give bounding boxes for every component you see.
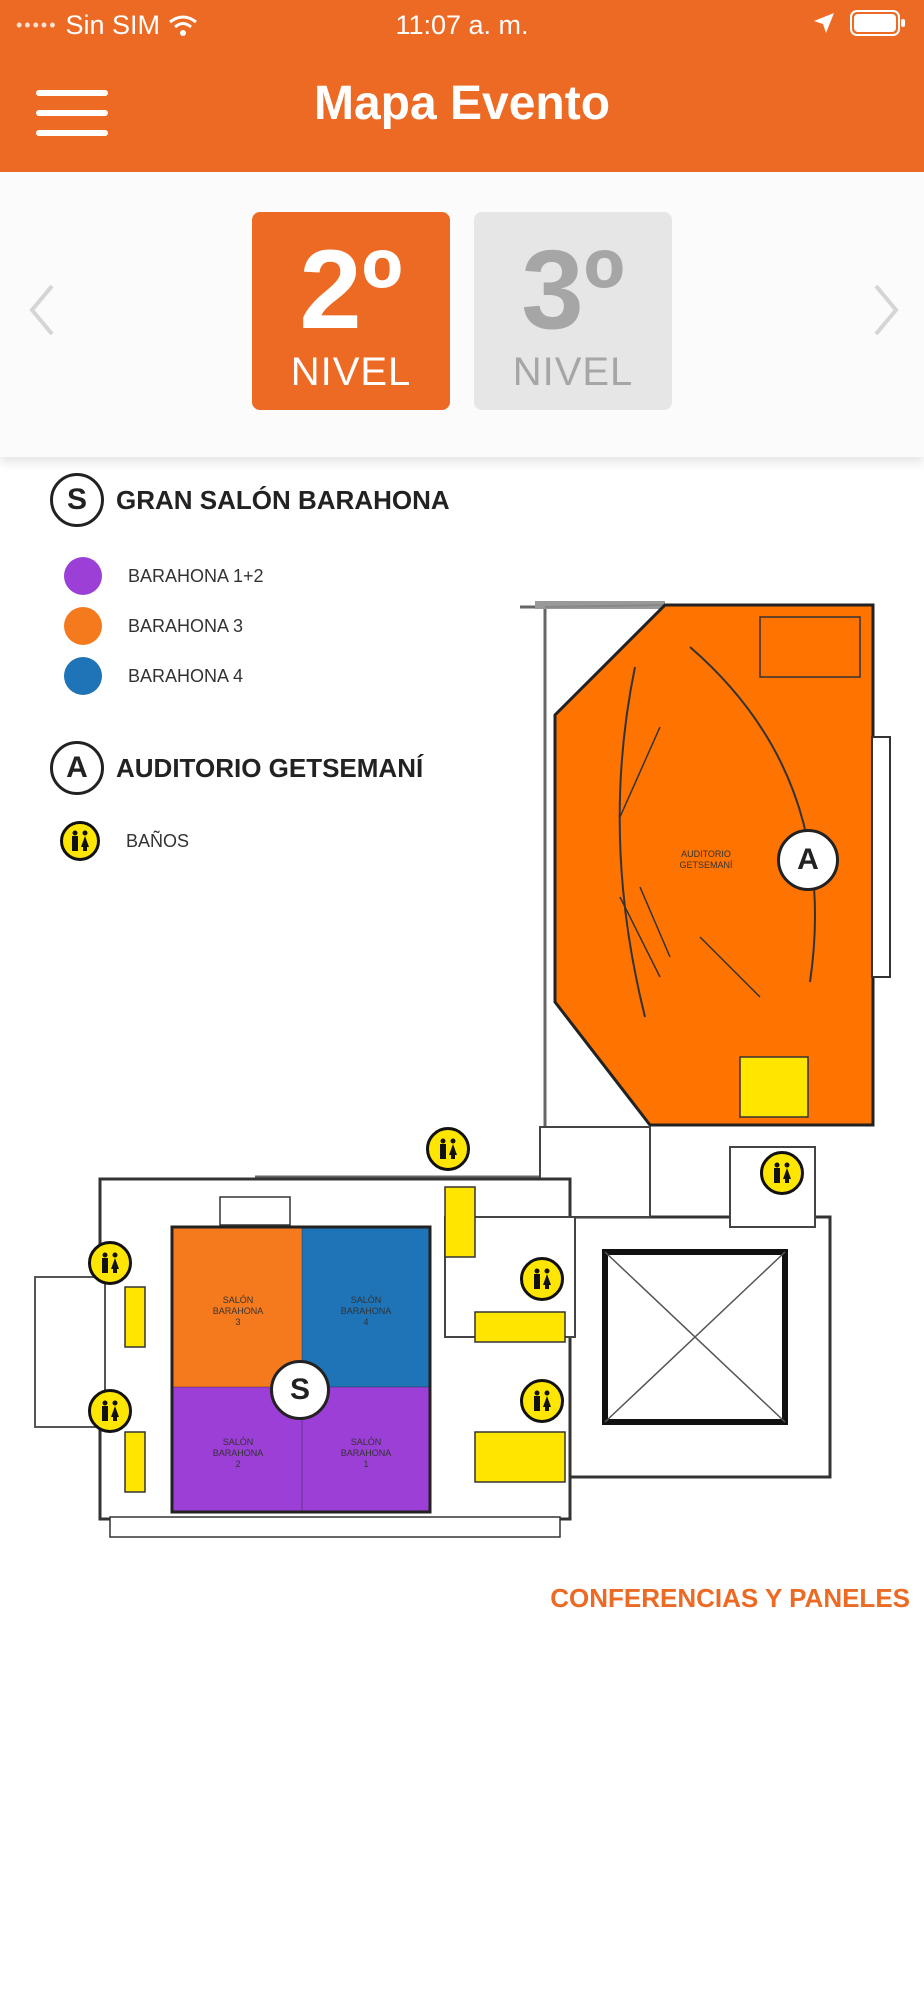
chevron-left-icon[interactable] <box>22 280 62 340</box>
legend-item: BARAHONA 1+2 <box>64 557 264 595</box>
chevron-right-icon[interactable] <box>866 280 906 340</box>
carrier-label: Sin SIM <box>65 10 161 40</box>
orange-dot-icon <box>64 607 102 645</box>
hamburger-menu-icon[interactable] <box>36 90 108 140</box>
restroom-icon <box>60 821 100 861</box>
room-label: SALÓN BARAHONA 2 <box>212 1437 264 1469</box>
signal-dots-icon: ••••• <box>16 15 58 35</box>
legend-item: BARAHONA 3 <box>64 607 243 645</box>
level-selector: 2º NIVEL 3º NIVEL <box>0 172 924 457</box>
conferencias-link[interactable]: CONFERENCIAS Y PANELES <box>550 1583 910 1613</box>
auditorio-getsemani-area <box>553 603 891 1127</box>
page-title: Mapa Evento <box>313 77 611 130</box>
salon-barahona-4 <box>302 1227 430 1387</box>
app-header: ••••• Sin SIM 11:07 a. m. Mapa Evento <box>0 0 924 172</box>
room-label: SALÓN BARAHONA 4 <box>340 1295 392 1327</box>
status-bar: ••••• Sin SIM 11:07 a. m. <box>0 0 924 50</box>
room-label: AUDITORIO GETSEMANÍ <box>679 849 733 870</box>
legend-auditorio-title: AUDITORIO GETSEMANÍ <box>116 752 424 783</box>
restroom-icon[interactable] <box>520 1257 564 1301</box>
floor-plan <box>34 601 891 1538</box>
level-number: 2º <box>299 227 403 352</box>
legend-auditorio: A AUDITORIO GETSEMANÍ <box>50 741 423 795</box>
restroom-icon[interactable] <box>88 1241 132 1285</box>
restroom-icon[interactable] <box>520 1379 564 1423</box>
restroom-icon[interactable] <box>426 1127 470 1171</box>
salon-map-marker[interactable]: S <box>270 1360 330 1420</box>
wifi-icon <box>169 15 197 36</box>
level-number: 3º <box>521 227 625 352</box>
blue-dot-icon <box>64 657 102 695</box>
auditorio-marker-icon: A <box>50 741 104 795</box>
status-time: 11:07 a. m. <box>395 10 529 40</box>
room-label: SALÓN BARAHONA 3 <box>212 1295 264 1327</box>
battery-icon <box>850 10 905 36</box>
legend-item: BAÑOS <box>60 821 189 861</box>
legend-salon: S GRAN SALÓN BARAHONA <box>50 473 450 527</box>
restroom-icon[interactable] <box>88 1389 132 1433</box>
legend-salon-title: GRAN SALÓN BARAHONA <box>116 484 450 515</box>
level-label: NIVEL <box>512 350 634 394</box>
salon-barahona-3 <box>172 1227 302 1387</box>
level-2-button[interactable]: 2º NIVEL <box>252 212 450 410</box>
purple-dot-icon <box>64 557 102 595</box>
auditorio-map-marker[interactable]: A <box>777 829 839 891</box>
room-label: SALÓN BARAHONA 1 <box>340 1437 392 1469</box>
location-arrow-icon <box>814 13 834 33</box>
legend-item: BARAHONA 4 <box>64 657 243 695</box>
level-3-button[interactable]: 3º NIVEL <box>474 212 672 410</box>
restroom-icon[interactable] <box>760 1151 804 1195</box>
event-map: S GRAN SALÓN BARAHONA BARAHONA 1+2 BARAH… <box>0 457 924 1617</box>
salon-marker-icon: S <box>50 473 104 527</box>
level-label: NIVEL <box>290 350 412 394</box>
